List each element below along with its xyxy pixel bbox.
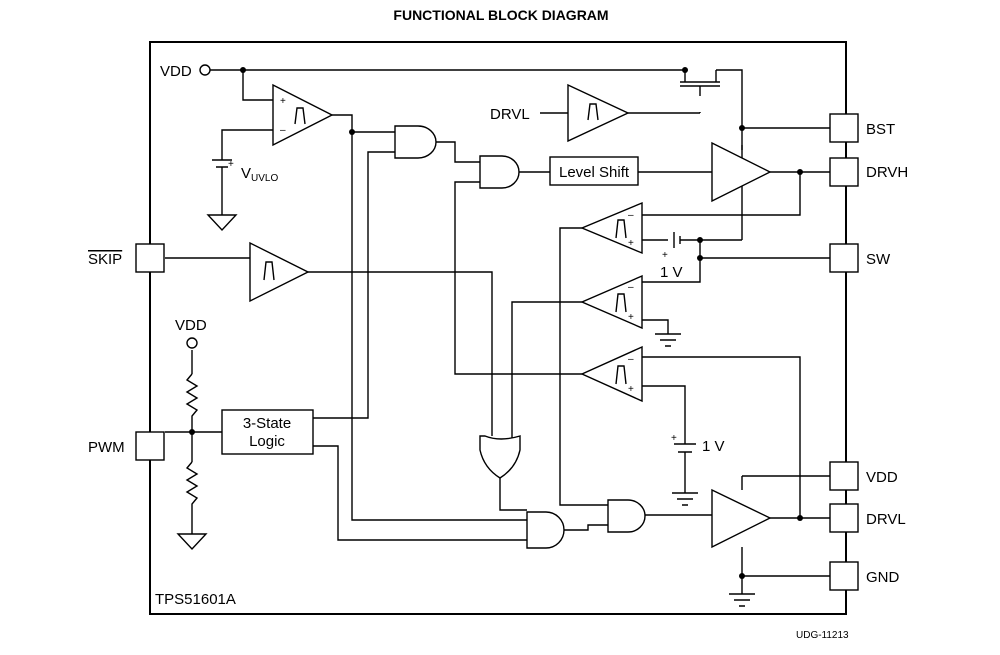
label-part-number: TPS51601A [155,591,236,608]
vdd-terminal-top [199,64,211,76]
pin-box-gnd [829,561,859,591]
label-vdd-top: VDD [160,63,192,80]
label-pwm: PWM [88,439,125,456]
low-side-driver [711,488,772,549]
plus-sign: + [628,238,634,249]
pin-box-pwm [135,431,165,461]
label-drvl-input: DRVL [490,106,530,123]
and-gate-1 [394,125,437,159]
label-1v-a: 1 V [660,264,683,281]
label-three-state-1: 3-State [243,415,291,432]
label-level-shift: Level Shift [559,164,630,181]
ground-icon [176,533,208,551]
comparator-bottom [580,345,643,403]
minus-sign: – [628,282,634,293]
pin-boxes [135,64,859,591]
hysteresis-icon [615,365,627,385]
level-shift-block [549,156,639,186]
label-figure-id: UDG-11213 [796,630,849,641]
plus-sign: + [671,433,677,444]
plus-sign: + [228,159,234,170]
hysteresis-icon [294,107,306,125]
plus-sign: + [628,384,634,395]
uvlo-comparator [272,83,334,147]
hysteresis-icon [615,219,627,239]
comparator-top [580,201,643,255]
pin-box-vdd [829,461,859,491]
minus-sign: – [628,210,634,221]
label-vuvlo: VUVLO [241,165,278,184]
chip-outline [149,41,847,615]
label-three-state-2: Logic [249,433,285,450]
plus-sign: + [280,96,286,107]
labels: VDD DRVL VUVLO Level Shift SKIP VDD PWM … [88,63,908,641]
ground-icon [729,593,755,607]
diagram-title: FUNCTIONAL BLOCK DIAGRAM [393,7,608,23]
ground-icon [206,214,238,232]
label-vdd-right: VDD [866,469,898,486]
hysteresis-icon [615,293,627,313]
label-vdd-pullup: VDD [175,317,207,334]
ground-icon [655,333,681,347]
or-gate [479,435,521,479]
comparator-middle [580,274,643,330]
pin-box-skip [135,243,165,273]
label-skip: SKIP [88,251,122,268]
plus-sign: + [662,250,668,261]
three-state-logic-block [221,409,314,455]
pin-box-drvl [829,503,859,533]
pin-box-sw [829,243,859,273]
pin-box-drvh [829,157,859,187]
label-1v-b: 1 V [702,438,725,455]
label-sw: SW [866,251,891,268]
vdd-terminal-pullup [186,337,198,349]
hysteresis-icon [263,261,275,281]
label-bst: BST [866,121,895,138]
pin-box-bst [829,113,859,143]
skip-buffer [249,241,310,303]
label-gnd: GND [866,569,900,586]
high-side-driver [711,141,772,203]
wires [165,69,830,594]
ground-icon [672,492,698,506]
ground-symbols [176,214,755,607]
and-gate-4 [607,499,646,533]
minus-sign: – [628,354,634,365]
plus-sign: + [628,312,634,323]
junction-dots [189,67,803,579]
logic-gates [221,83,772,549]
minus-sign: – [280,125,286,136]
hysteresis-icon [587,103,599,121]
label-drvl-right: DRVL [866,511,906,528]
and-gate-2 [479,155,520,189]
drvl-input-buffer [567,83,630,143]
and-gate-3 [526,511,565,549]
label-drvh: DRVH [866,164,908,181]
